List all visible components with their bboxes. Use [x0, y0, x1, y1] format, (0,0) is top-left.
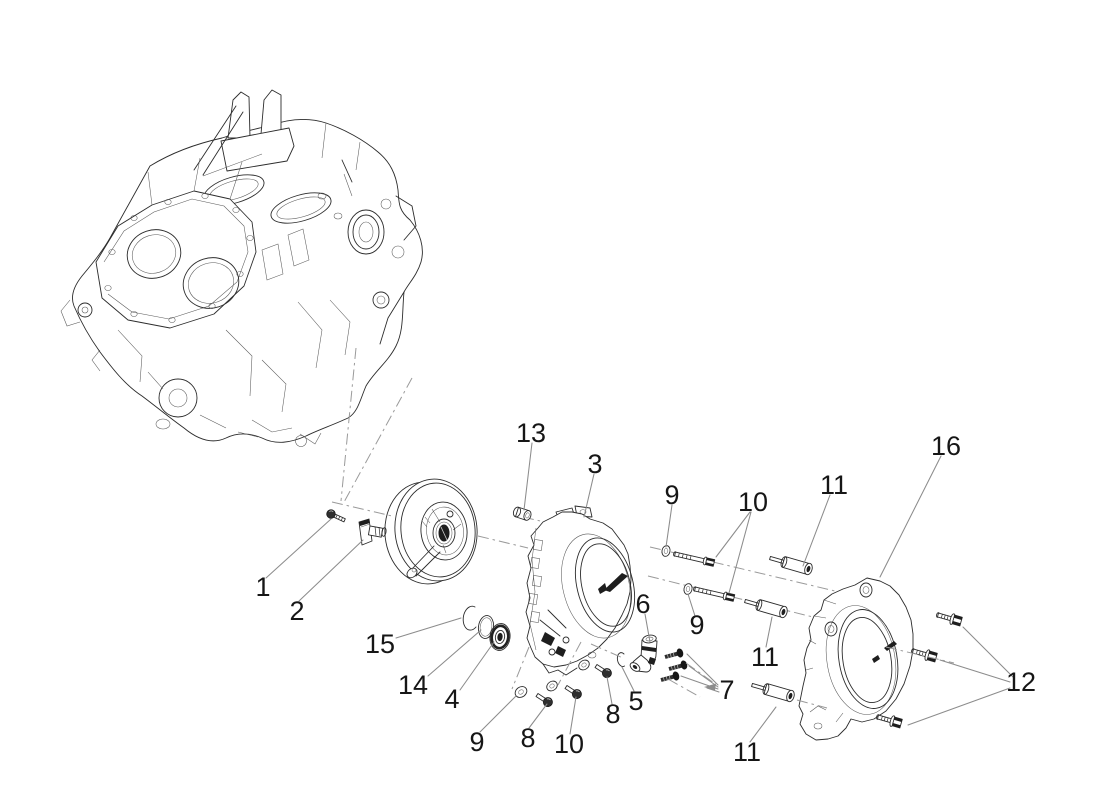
callout-9-mid: 9	[689, 610, 704, 640]
stud-bolt-part-10b	[693, 586, 736, 602]
o-ring-part-5	[616, 652, 625, 667]
callout-6: 6	[635, 589, 650, 619]
callout-9-bottom: 9	[469, 727, 484, 757]
bushing-part-13	[512, 506, 532, 521]
snap-ring-part-15	[462, 605, 477, 631]
callout-14: 14	[398, 670, 428, 700]
oil-seal-part-4	[489, 623, 511, 651]
callout-8-left: 8	[520, 723, 535, 753]
callout-3: 3	[587, 449, 602, 479]
callout-15: 15	[365, 629, 395, 659]
gasket-bolt-holes	[104, 193, 254, 323]
washer-part-8-right	[578, 659, 590, 671]
generator-cover-part-3	[525, 505, 635, 676]
bolt-part-10-bottom	[564, 685, 582, 700]
socket-bolt-part-11a	[769, 556, 813, 576]
callout-10-top: 10	[738, 487, 768, 517]
callout-11-bottom: 11	[733, 737, 761, 767]
elbow-fitting-part-6	[629, 634, 658, 673]
cover-guard-part-16	[798, 577, 914, 741]
stud-bolt-part-10a	[673, 551, 716, 567]
callout-10-bottom: 10	[554, 729, 584, 759]
washer-part-10-bottom	[546, 680, 558, 692]
key-part-2	[358, 518, 387, 546]
bolt-part-8-right	[594, 664, 612, 679]
washer-part-9-bottom	[514, 686, 528, 698]
callout-16: 16	[931, 431, 961, 461]
flywheel-rotor-drawing	[384, 478, 478, 585]
hex-bolt-part-12c	[876, 714, 903, 729]
socket-bolt-part-11b	[744, 599, 788, 619]
callout-11-mid: 11	[751, 642, 779, 672]
callout-9-top: 9	[664, 480, 679, 510]
bolt-part-8-left	[535, 693, 553, 708]
callout-7: 7	[719, 675, 734, 705]
callout-labels: 1 2 3 13 9 10 11 16 6 9 5 7 8 8 9 10 15 …	[255, 418, 1036, 767]
callout-8-right: 8	[605, 699, 620, 729]
leader-arrowhead	[704, 683, 716, 691]
callout-11-top: 11	[820, 470, 848, 500]
screw-part-1	[326, 509, 346, 523]
callout-13: 13	[516, 418, 546, 448]
callout-12: 12	[1006, 667, 1036, 697]
engine-block-drawing	[60, 89, 423, 447]
callout-2: 2	[289, 596, 304, 626]
leader-lines	[265, 442, 1014, 743]
callout-1: 1	[255, 572, 270, 602]
callout-5: 5	[628, 686, 643, 716]
callout-4: 4	[444, 684, 459, 714]
washer-part-9-mid	[683, 583, 693, 595]
socket-bolt-part-11c	[751, 683, 795, 703]
screws-part-7	[660, 648, 688, 682]
washer-part-9-top	[661, 545, 671, 557]
hex-bolt-part-12a	[936, 612, 963, 627]
